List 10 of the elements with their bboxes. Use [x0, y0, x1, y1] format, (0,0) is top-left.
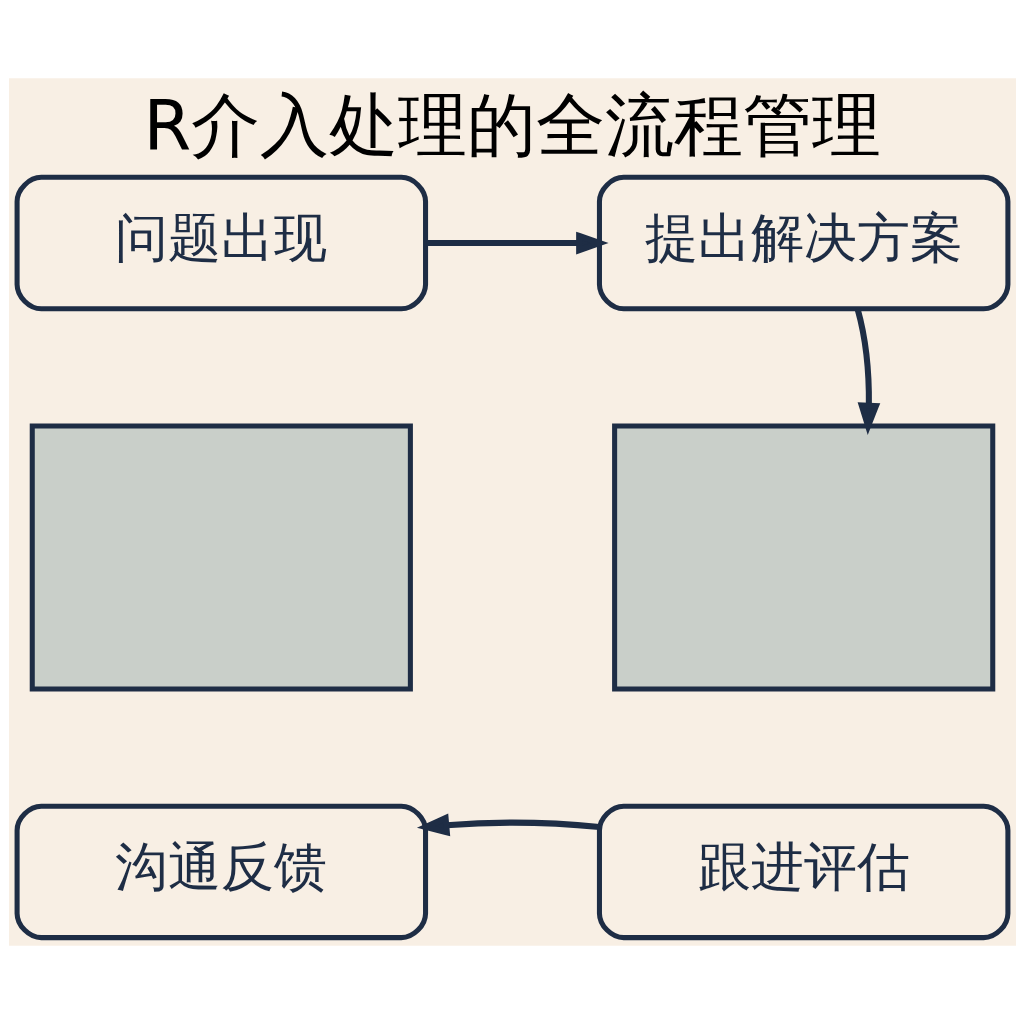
node-box: 提出解决方案	[596, 174, 1010, 312]
arrow	[416, 813, 600, 837]
node-box	[611, 423, 995, 692]
diagram-title: R介入处理的全流程管理	[143, 85, 881, 166]
node-box: 问题出现	[14, 174, 428, 312]
node-box: 沟通反馈	[14, 803, 428, 941]
arrow	[854, 308, 880, 436]
node-box	[29, 423, 413, 692]
node-box: 跟进评估	[596, 803, 1010, 941]
arrow	[425, 231, 609, 255]
